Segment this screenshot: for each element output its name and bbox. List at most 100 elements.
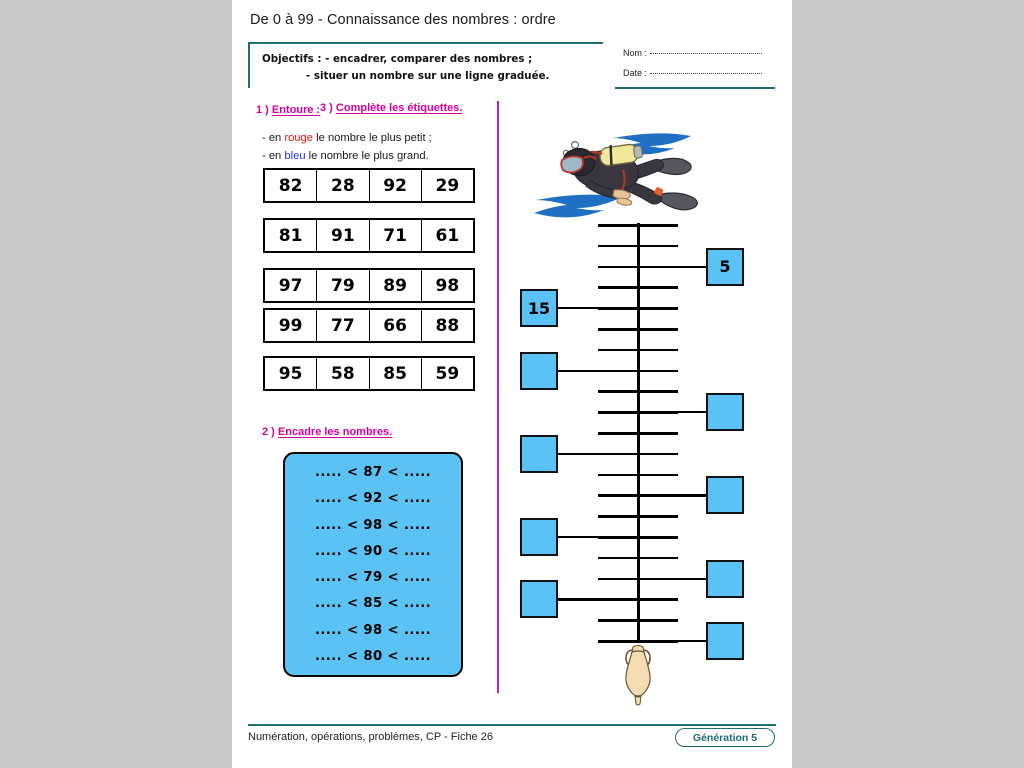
- instruction-2-color-word: bleu: [284, 150, 306, 162]
- tick-mark: [598, 369, 678, 373]
- number-cell[interactable]: 89: [370, 270, 422, 301]
- label-connector-line: [638, 494, 706, 497]
- label-box-empty[interactable]: [520, 580, 558, 619]
- label-box-empty[interactable]: [520, 518, 558, 556]
- number-cell[interactable]: 81: [265, 220, 318, 251]
- date-field-row[interactable]: Date :: [623, 68, 773, 78]
- exercise-1-instruction-2: - en bleu le nombre le plus grand.: [262, 150, 429, 162]
- number-cell[interactable]: 77: [317, 310, 370, 341]
- label-connector-line: [558, 536, 638, 539]
- encadre-line[interactable]: ..... < 92 < .....: [314, 491, 432, 507]
- number-cell[interactable]: 91: [317, 220, 370, 251]
- label-connector-line: [638, 640, 706, 643]
- exercise-1-title: Entoure :: [271, 104, 321, 116]
- encadre-card: ..... < 87 < ..... ..... < 92 < .........…: [283, 452, 463, 677]
- tick-mark: [598, 244, 678, 248]
- number-cell[interactable]: 79: [317, 270, 370, 301]
- tick-mark: [598, 390, 678, 393]
- label-connector-line: [638, 265, 706, 268]
- tick-mark: [598, 536, 678, 539]
- number-cell[interactable]: 88: [435, 315, 460, 336]
- instruction-1-color-word: rouge: [284, 132, 314, 144]
- exercise-2-number: 2 ): [262, 426, 275, 438]
- label-box-empty[interactable]: [520, 351, 558, 390]
- label-box-filled[interactable]: 15: [520, 289, 558, 328]
- publisher-badge: Génération 5: [675, 728, 775, 747]
- objectives-line-2: - situer un nombre sur une ligne graduée…: [306, 70, 550, 82]
- label-box-filled[interactable]: 5: [706, 247, 744, 286]
- date-input-line[interactable]: [650, 73, 762, 74]
- tick-mark: [598, 328, 678, 331]
- number-cell[interactable]: 71: [370, 220, 422, 251]
- number-cell[interactable]: 95: [265, 358, 318, 389]
- label-connector-line: [638, 577, 706, 580]
- label-connector-line: [558, 452, 638, 455]
- page-title: De 0 à 99 - Connaissance des nombres : o…: [250, 12, 556, 28]
- label-box-empty[interactable]: [706, 622, 744, 660]
- name-label: Nom :: [623, 48, 648, 58]
- label-box-empty[interactable]: [706, 559, 744, 598]
- encadre-line[interactable]: ..... < 90 < .....: [314, 543, 432, 559]
- number-cell[interactable]: 92: [370, 170, 422, 201]
- exercise-2-heading: 2 ) Encadre les nombres.: [262, 426, 392, 438]
- number-cell[interactable]: 82: [265, 170, 318, 201]
- name-date-box: Nom : Date :: [615, 41, 775, 89]
- encadre-line[interactable]: ..... < 85 < .....: [314, 596, 432, 612]
- number-cell[interactable]: 58: [317, 358, 370, 389]
- name-field-row[interactable]: Nom :: [623, 48, 773, 58]
- exercise-3-number: 3 ): [320, 102, 333, 114]
- encadre-line[interactable]: ..... < 98 < .....: [314, 622, 432, 638]
- label-connector-line: [558, 307, 638, 310]
- number-cell[interactable]: 29: [435, 175, 460, 196]
- label-box-empty[interactable]: [706, 476, 744, 515]
- name-input-line[interactable]: [650, 53, 762, 54]
- tick-mark: [598, 598, 678, 601]
- tick-mark: [598, 515, 678, 518]
- label-box-empty[interactable]: [520, 434, 558, 473]
- column-divider: [497, 101, 500, 693]
- label-connector-line: [558, 598, 638, 601]
- encadre-line[interactable]: ..... < 98 < .....: [314, 517, 432, 533]
- tick-mark: [598, 432, 678, 435]
- tick-mark: [598, 224, 678, 227]
- objectives-box: Objectifs : - encadrer, comparer des nom…: [248, 42, 603, 88]
- date-label: Date :: [623, 68, 648, 78]
- footer-divider: [248, 724, 776, 727]
- instruction-2-prefix: - en: [262, 150, 285, 162]
- worksheet-page: De 0 à 99 - Connaissance des nombres : o…: [232, 0, 792, 768]
- number-cell[interactable]: 99: [265, 310, 318, 341]
- tick-mark: [598, 452, 678, 456]
- exercise-3-heading: 3 ) Complète les étiquettes.: [320, 102, 462, 114]
- label-connector-line: [558, 369, 638, 372]
- encadre-line[interactable]: ..... < 80 < .....: [314, 648, 432, 664]
- tick-mark: [598, 307, 678, 310]
- exercise-2-title: Encadre les nombres.: [277, 426, 393, 438]
- exercise-3-title: Complète les étiquettes.: [335, 102, 463, 114]
- footer-text: Numération, opérations, problèmes, CP - …: [248, 731, 493, 743]
- label-box-empty[interactable]: [706, 393, 744, 432]
- label-connector-line: [638, 411, 706, 414]
- number-cell[interactable]: 85: [370, 358, 422, 389]
- instruction-1-suffix: le nombre le plus petit ;: [313, 132, 432, 144]
- scuba-diver-icon: [534, 133, 698, 218]
- exercise-1-number: 1 ): [256, 104, 269, 116]
- tick-mark: [598, 473, 678, 477]
- number-cell[interactable]: 28: [317, 170, 370, 201]
- number-cell[interactable]: 59: [435, 363, 460, 384]
- amphora-vase-icon: [625, 644, 651, 706]
- number-cell[interactable]: 98: [435, 275, 460, 296]
- encadre-line[interactable]: ..... < 79 < .....: [314, 570, 432, 586]
- tick-mark: [598, 556, 678, 560]
- tick-mark: [598, 619, 678, 622]
- instruction-1-prefix: - en: [262, 132, 285, 144]
- number-cell[interactable]: 61: [435, 225, 460, 246]
- number-cell[interactable]: 97: [265, 270, 318, 301]
- encadre-line[interactable]: ..... < 87 < .....: [314, 465, 432, 481]
- exercise-1-instruction-1: - en rouge le nombre le plus petit ;: [262, 132, 432, 144]
- number-cell[interactable]: 66: [370, 310, 422, 341]
- number-line-exercise: 5 15: [508, 118, 788, 706]
- tick-mark: [598, 286, 678, 289]
